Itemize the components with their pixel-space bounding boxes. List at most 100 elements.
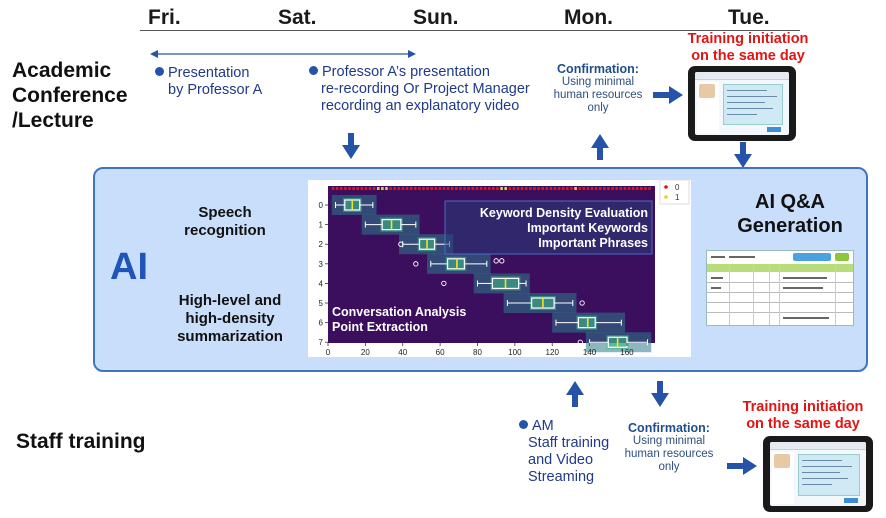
- legend-marker: [664, 195, 668, 199]
- training-line: Training initiation: [687, 31, 809, 47]
- confirmation-sub: human resources: [624, 448, 714, 460]
- tablet-line: [802, 484, 832, 485]
- strip-marker: [360, 187, 364, 190]
- strip-marker: [418, 187, 421, 190]
- box-body: [577, 317, 596, 329]
- keyword-overlay: [444, 200, 653, 255]
- am-note: AM Staff training and Video Streaming: [519, 418, 609, 486]
- qa-text: [783, 277, 827, 279]
- strip-marker: [529, 187, 532, 190]
- strip-marker: [644, 187, 647, 190]
- x-tick-label: 60: [436, 348, 445, 357]
- tablet-icon: [688, 66, 796, 141]
- qa-row-line: [707, 292, 853, 293]
- qa-header-row: [707, 264, 853, 272]
- strip-marker: [553, 187, 557, 190]
- academic-confirmation: Confirmation: Using minimal human resour…: [548, 62, 648, 115]
- strip-marker: [397, 187, 401, 190]
- tablet-button: [844, 498, 858, 503]
- box-flier: [499, 258, 505, 264]
- tablet-line: [802, 472, 840, 473]
- timeline-line: [140, 30, 800, 31]
- academic-title-line: Academic: [12, 59, 112, 82]
- tablet-button: [767, 127, 781, 132]
- box-flier: [579, 300, 585, 306]
- box-flier: [577, 339, 583, 345]
- qa-col-line: [729, 264, 730, 325]
- speech-recognition-label: Speech recognition: [160, 204, 290, 240]
- qa-col-line: [835, 264, 836, 325]
- strip-marker: [434, 187, 438, 190]
- strip-marker: [520, 187, 524, 190]
- bullet-icon: [309, 66, 318, 75]
- strip-marker: [578, 187, 581, 190]
- arrow-right-icon: [653, 86, 683, 104]
- tablet-line: [727, 108, 773, 109]
- strip-marker: [623, 187, 627, 190]
- strip-marker: [640, 187, 643, 190]
- speech-line: recognition: [184, 222, 266, 239]
- tablet-screen: [770, 442, 866, 506]
- heat-core: [445, 256, 467, 271]
- strip-marker: [504, 187, 507, 190]
- x-tick-label: 80: [473, 348, 482, 357]
- strip-marker: [566, 187, 569, 190]
- am-line: Streaming: [528, 469, 595, 485]
- strip-marker: [648, 187, 651, 190]
- rerecording-line: recording an explanatory video: [321, 98, 520, 114]
- arrow-down-icon: [734, 142, 752, 168]
- strip-marker: [368, 187, 372, 190]
- qa-text: [783, 287, 823, 289]
- academic-title-line: /Lecture: [12, 109, 94, 132]
- box-flier: [413, 261, 419, 267]
- confirmation-sub: only: [658, 461, 680, 473]
- strip-marker: [582, 187, 586, 190]
- strip-marker: [496, 187, 499, 190]
- tablet-panel: [798, 454, 860, 496]
- heat-core: [576, 315, 598, 330]
- strip-marker: [590, 187, 594, 190]
- x-tick-label: 40: [398, 348, 407, 357]
- heat-group: [331, 195, 652, 353]
- strip-marker: [487, 187, 491, 190]
- topbar-group: [331, 187, 651, 190]
- summary-line: high-density: [185, 310, 275, 327]
- strip-marker: [344, 187, 347, 190]
- tablet-bar: [770, 442, 866, 450]
- strip-marker: [430, 187, 433, 190]
- legend-marker: [664, 185, 668, 189]
- tablet-line: [802, 466, 852, 467]
- presentation-line: by Professor A: [168, 82, 263, 98]
- box-flier: [493, 258, 499, 264]
- confirmation-sub: human resources: [553, 89, 643, 101]
- confirmation-sub: Using minimal: [561, 76, 635, 88]
- strip-marker: [615, 187, 618, 190]
- qa-col-line: [753, 264, 754, 325]
- am-line: AM: [532, 418, 554, 434]
- strip-marker: [500, 187, 503, 190]
- arrow-up-icon: [566, 381, 584, 407]
- arrow-up-icon: [591, 134, 609, 160]
- day-sat: Sat.: [278, 6, 317, 29]
- arrow-down-icon: [651, 381, 669, 407]
- strip-marker: [570, 187, 573, 190]
- strip-marker: [533, 187, 536, 190]
- strip-marker: [631, 187, 635, 190]
- strip-marker: [512, 187, 516, 190]
- qa-row-line: [707, 302, 853, 303]
- x-tick-label: 0: [326, 348, 331, 357]
- rerecording-line: re-recording Or Project Manager: [321, 81, 530, 97]
- strip-marker: [455, 187, 458, 190]
- bullet-icon: [519, 420, 528, 429]
- strip-marker: [376, 187, 380, 190]
- staff-confirmation: Confirmation: Using minimal human resour…: [621, 421, 717, 474]
- summary-line: summarization: [177, 328, 283, 345]
- avatar: [774, 454, 790, 468]
- qa-col-line: [779, 264, 780, 325]
- strip-marker: [561, 187, 565, 190]
- box-body: [446, 258, 466, 270]
- strip-marker: [381, 187, 384, 190]
- strip-marker: [607, 187, 610, 190]
- strip-marker: [516, 187, 520, 190]
